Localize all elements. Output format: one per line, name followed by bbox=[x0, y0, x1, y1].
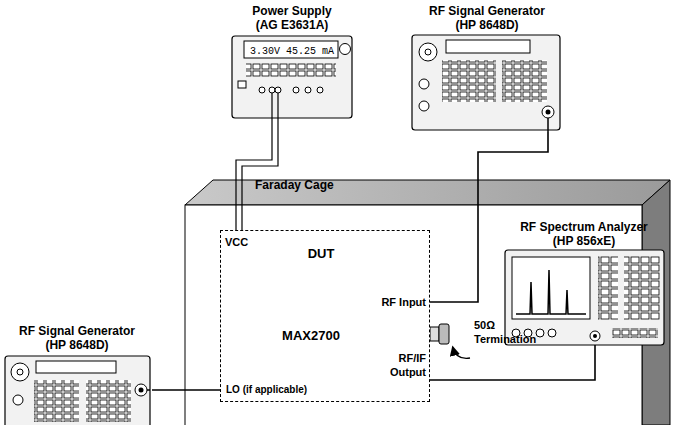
drawing-circle bbox=[593, 334, 597, 338]
node-title: DUT bbox=[291, 247, 351, 261]
power-supply: Power Supply (AG E3631A) 3.30V 45.25 mA bbox=[228, 2, 356, 118]
drawing-circle bbox=[546, 110, 551, 115]
drawing-circle bbox=[293, 87, 299, 93]
rf-cable bbox=[430, 345, 595, 380]
drawing-circle bbox=[340, 44, 351, 55]
spectrum-analyzer: RF Spectrum Analyzer (HP 856xE) bbox=[500, 218, 668, 345]
connector-line bbox=[430, 132, 548, 302]
rf-generator-body bbox=[5, 356, 150, 425]
drawing-circle bbox=[425, 49, 431, 55]
node-title: RF Signal Generator (HP 8648D) bbox=[417, 4, 557, 32]
drawing-rect bbox=[238, 81, 246, 88]
drawing-circle bbox=[419, 79, 429, 89]
display-readout: 3.30V 45.25 mA bbox=[246, 45, 338, 58]
drawing-rect bbox=[86, 380, 131, 422]
drawing-circle bbox=[548, 329, 556, 337]
drawing-circle bbox=[275, 87, 281, 93]
drawing-rect bbox=[232, 36, 352, 118]
node-text: MAX2700 bbox=[266, 329, 356, 343]
drawing-circle bbox=[317, 87, 323, 93]
drawing-line bbox=[147, 389, 150, 391]
drawing-circle bbox=[590, 331, 600, 341]
drawing-rect bbox=[442, 60, 496, 102]
faraday-cage bbox=[185, 180, 670, 425]
drawing-rect bbox=[512, 257, 590, 319]
drawing-circle bbox=[305, 87, 311, 93]
drawing-circle bbox=[419, 101, 429, 111]
rf-cable bbox=[152, 390, 220, 391]
drawing-rect bbox=[598, 256, 618, 320]
drawing-rect bbox=[612, 328, 658, 338]
node-title: RF Spectrum Analyzer (HP 856xE) bbox=[514, 220, 654, 248]
drawing-line bbox=[547, 118, 549, 132]
rf-signal-generator: RF Signal Generator (HP 8648D) bbox=[405, 2, 570, 132]
drawing-rect bbox=[430, 327, 439, 341]
drawing-rect bbox=[246, 63, 336, 77]
termination-symbol bbox=[430, 324, 470, 358]
connector-line bbox=[242, 118, 278, 230]
drawing-circle bbox=[542, 106, 554, 118]
drawing-circle bbox=[13, 395, 23, 405]
drawing-rect bbox=[34, 380, 79, 422]
pin-name: RF/IF Output bbox=[366, 351, 426, 379]
drawing-line bbox=[271, 93, 272, 118]
drawing-rect bbox=[5, 356, 150, 425]
drawing-circle bbox=[11, 363, 29, 381]
termination-label: 50Ω Termination bbox=[474, 318, 554, 346]
power-supply-body bbox=[232, 36, 352, 118]
drawing-rect bbox=[439, 324, 449, 344]
spectrum-analyzer-body bbox=[505, 250, 664, 345]
drawing-rect bbox=[446, 40, 530, 53]
node-title: Faraday Cage bbox=[255, 178, 365, 192]
pin-name: RF Input bbox=[356, 295, 426, 309]
drawing-rect bbox=[502, 60, 547, 102]
drawing-rect bbox=[624, 256, 660, 320]
power-wire bbox=[236, 118, 278, 230]
rf-generator-body bbox=[412, 35, 560, 132]
drawing-circle bbox=[139, 388, 144, 393]
drawing-circle bbox=[419, 43, 437, 61]
drawing-line bbox=[277, 93, 278, 118]
drawing-rect bbox=[505, 250, 664, 345]
drawing-rect bbox=[412, 35, 560, 130]
drawing-circle bbox=[135, 384, 147, 396]
pin-name: LO (if applicable) bbox=[226, 383, 346, 397]
rf-signal-generator: RF Signal Generator (HP 8648D) bbox=[2, 322, 152, 425]
rf-cable bbox=[430, 132, 548, 302]
drawing-rect bbox=[244, 41, 338, 58]
drawing-circle bbox=[269, 87, 275, 93]
connector-line bbox=[430, 345, 595, 380]
node-title: Power Supply (AG E3631A) bbox=[244, 4, 340, 32]
drawing-polyline bbox=[516, 270, 586, 314]
drawing-path bbox=[453, 348, 470, 358]
drawing-circle bbox=[259, 87, 265, 93]
connector-line bbox=[152, 389, 220, 391]
pin-name: VCC bbox=[225, 235, 285, 249]
drawing-rect bbox=[36, 361, 116, 373]
drawing-circle bbox=[536, 329, 544, 337]
drawing-circle bbox=[17, 369, 23, 375]
node-title: RF Signal Generator (HP 8648D) bbox=[12, 324, 142, 352]
